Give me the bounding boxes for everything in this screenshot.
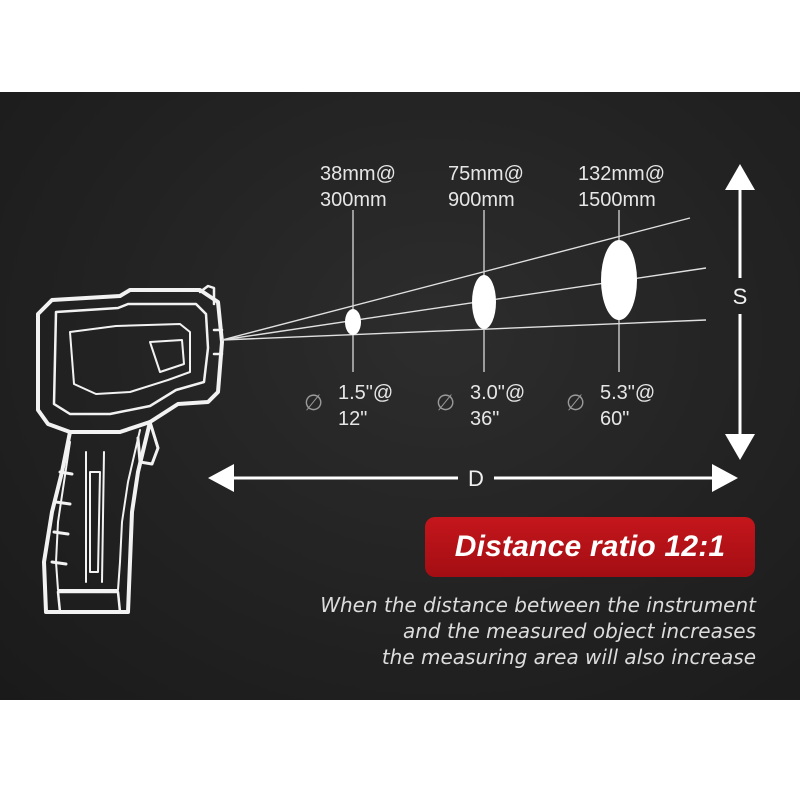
spot-3-imperial-line-2: 60": [600, 408, 629, 430]
spot-3-imperial-line-1: 5.3"@: [600, 382, 655, 404]
spot-3-metric-line-2: 1500mm: [578, 189, 656, 211]
spot-1-imperial-line-2: 12": [338, 408, 367, 430]
spot-2-metric-line-1: 75mm@: [448, 163, 524, 185]
spot-2-imperial-line-1: 3.0"@: [470, 382, 525, 404]
distance-label: D: [468, 466, 484, 491]
spot-3: 132mm@ 1500mm ∅ 5.3"@ 60": [566, 163, 665, 430]
distance-to-spot-diagram: 38mm@ 300mm ∅ 1.5"@ 12" 75mm@ 900mm ∅ 3.…: [36, 163, 755, 614]
distance-ratio-badge: Distance ratio 12:1: [425, 517, 755, 577]
double-arrow-icon: S: [725, 164, 755, 460]
spot-size-label: S: [733, 284, 748, 309]
diameter-icon: ∅: [304, 391, 323, 416]
spot-1-metric-line-2: 300mm: [320, 189, 387, 211]
spot-2-metric-line-2: 900mm: [448, 189, 515, 211]
caption-line-1: When the distance between the instrument: [320, 593, 756, 617]
spot-1: 38mm@ 300mm ∅ 1.5"@ 12": [304, 163, 396, 430]
diameter-icon: ∅: [566, 391, 585, 416]
spot-2: 75mm@ 900mm ∅ 3.0"@ 36": [436, 163, 525, 430]
infrared-thermometer-icon: [36, 284, 224, 614]
spot-1-imperial-line-1: 1.5"@: [338, 382, 393, 404]
diameter-icon: ∅: [436, 391, 455, 416]
double-arrow-icon: D: [208, 464, 738, 492]
caption-line-2: and the measured object increases: [402, 619, 756, 643]
spot-1-metric-line-1: 38mm@: [320, 163, 396, 185]
spot-3-metric-line-1: 132mm@: [578, 163, 665, 185]
caption-line-3: the measuring area will also increase: [381, 645, 756, 669]
caption: When the distance between the instrument…: [240, 592, 756, 670]
spot-2-imperial-line-2: 36": [470, 408, 499, 430]
diagram-panel: 38mm@ 300mm ∅ 1.5"@ 12" 75mm@ 900mm ∅ 3.…: [0, 92, 800, 700]
